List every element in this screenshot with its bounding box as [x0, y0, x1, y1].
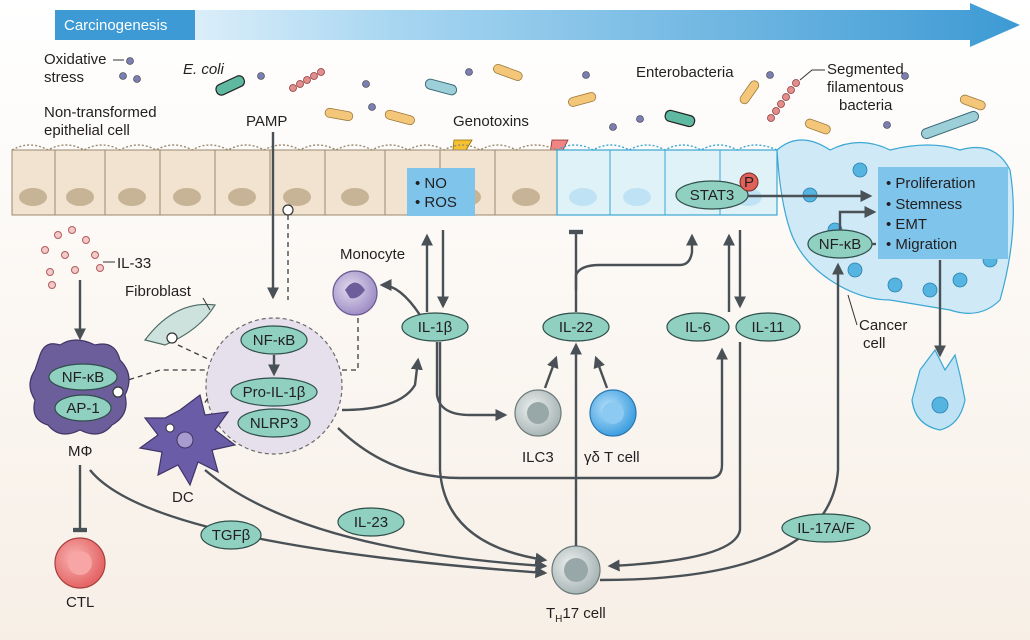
macrophage-nfkb-pill	[48, 363, 118, 391]
bacterium-icon	[959, 94, 986, 111]
banner-label: Carcinogenesis	[64, 17, 167, 34]
il22-pill	[542, 312, 610, 342]
enterobacteria-icon	[739, 80, 760, 105]
inflammasome-to-il1b-arrow	[341, 357, 423, 412]
tgfb-pill	[200, 520, 262, 550]
genotoxins-label: Genotoxins	[453, 113, 529, 130]
il17-label: IL-17A/F	[797, 520, 855, 537]
bacterium-icon	[568, 92, 597, 107]
outcome-item: • Stemness	[886, 196, 962, 213]
macrophage-nfkb-label: NF-κB	[62, 369, 105, 386]
il17-pill	[781, 513, 871, 543]
bacterium-icon	[493, 63, 523, 81]
phospho-badge	[739, 172, 759, 192]
bacterium-icon	[324, 107, 354, 122]
th17-to-nfkb-arrow	[599, 262, 844, 582]
il6-pill	[666, 312, 730, 342]
sfb-icon	[921, 110, 979, 140]
il22-to-stat3-arrow	[574, 233, 698, 290]
outcome-item: • Migration	[886, 236, 957, 253]
dc-label: DC	[172, 489, 194, 506]
pamp-label: PAMP	[246, 113, 287, 130]
cancer-cell-label-1: Cancer	[859, 317, 907, 334]
no-ros-item: • ROS	[415, 194, 457, 211]
il1b-pill	[401, 312, 469, 342]
ilc3-to-il22-arrow	[543, 355, 559, 389]
fibroblast-icon	[143, 303, 216, 346]
macrophage-ap1-label: AP-1	[66, 400, 99, 417]
nfkb-cancer-label: NF-κB	[819, 236, 862, 253]
pro-il1b-label: Pro-IL-1β	[243, 384, 306, 401]
oxidative-stress-label-1: Oxidative	[44, 51, 107, 68]
epithelial-layer	[11, 144, 778, 216]
no-ros-box: • NO • ROS	[407, 168, 475, 216]
nlrp3-label: NLRP3	[250, 415, 298, 432]
ctl-label: CTL	[66, 594, 94, 611]
sfb-leader	[799, 69, 825, 81]
stat3-label: STAT3	[690, 187, 734, 204]
th17-label: TH17 cell	[546, 605, 606, 625]
il23-pill	[337, 507, 405, 537]
streptococcus-chain-icon	[289, 68, 800, 122]
il1b-label: IL-1β	[418, 319, 453, 336]
carcinogenesis-banner: Carcinogenesis	[55, 3, 1020, 47]
tgfb-label: TGFβ	[212, 527, 251, 544]
gd-to-il22-arrow	[593, 355, 609, 389]
no-ros-item: • NO	[415, 175, 447, 192]
phospho-label: P	[744, 174, 754, 191]
bacterium-icon	[384, 109, 415, 126]
il33-dots-icon	[41, 226, 104, 289]
il11-label: IL-11	[751, 319, 784, 336]
nfkb-to-outcomes-arrow	[838, 206, 877, 230]
il23-label: IL-23	[354, 514, 388, 531]
nfkb-inflammasome-pill	[240, 325, 308, 355]
enterobacteria-label: Enterobacteria	[636, 64, 734, 81]
macrophage-ap1-pill	[54, 394, 112, 422]
cancer-cell-leader	[847, 294, 858, 326]
macrophage-label: MΦ	[68, 443, 92, 460]
outcome-item: • Proliferation	[886, 175, 975, 192]
fibroblast-label: Fibroblast	[125, 283, 192, 300]
dc-to-th17-arrow	[204, 469, 548, 572]
nlrp3-to-il6-arrow	[337, 347, 728, 480]
ros-dots-icon	[119, 57, 909, 131]
sfb-icon	[424, 78, 458, 96]
e-coli-label: E. coli	[183, 61, 225, 78]
non-transformed-label-1: Non-transformed	[44, 104, 157, 121]
sfb-label-2: filamentous	[827, 79, 904, 96]
il33-label: IL-33	[117, 255, 151, 272]
oxidative-stress-label-2: stress	[44, 69, 84, 86]
receptor-icon	[282, 204, 294, 216]
il6-to-th17-arrow	[607, 342, 742, 572]
monocyte-label: Monocyte	[340, 246, 405, 263]
non-transformed-label-2: epithelial cell	[44, 122, 130, 139]
il22-label: IL-22	[559, 319, 593, 336]
nfkb-inflammasome-label: NF-κB	[253, 332, 296, 349]
il1b-to-monocyte-arrow	[379, 279, 421, 316]
ilc3-label: ILC3	[522, 449, 554, 466]
il11-pill	[735, 312, 801, 342]
pro-il1b-pill	[230, 377, 318, 407]
il1b-to-ilc3-arrow	[435, 342, 508, 421]
migrating-cancer-cell-icon	[911, 348, 966, 431]
outcomes-box: • Proliferation • Stemness • EMT • Migra…	[878, 167, 1008, 259]
e-coli-bacterium-icon-2	[664, 109, 696, 128]
sfb-label-1: Segmented	[827, 61, 904, 78]
il6-label: IL-6	[685, 319, 711, 336]
e-coli-bacterium-icon	[215, 75, 246, 96]
outcome-item: • EMT	[886, 216, 927, 233]
sfb-label-3: bacteria	[839, 97, 893, 114]
cancer-cell-label-2: cell	[863, 335, 886, 352]
nlrp3-pill	[237, 408, 311, 438]
bacteria-decor	[119, 57, 986, 140]
bacterium-icon	[804, 118, 831, 135]
gd-t-cell-label: γδ T cell	[584, 449, 640, 466]
